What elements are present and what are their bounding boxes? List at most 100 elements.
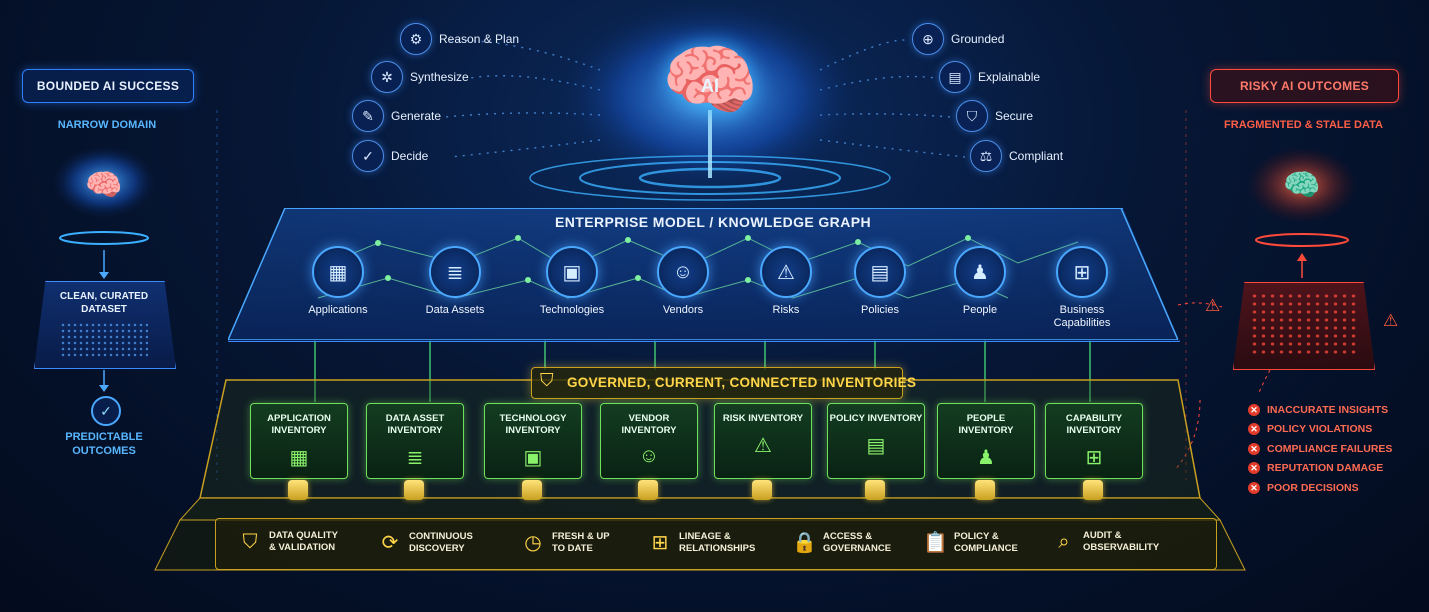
kg-node-data-assets: ≣Data Assets [405,246,505,317]
inventories-title: GOVERNED, CURRENT, CONNECTED INVENTORIES [567,375,917,390]
check-icon: ✓ [352,140,384,172]
hierarchy-icon: ⊞ [1085,447,1103,469]
lineage-icon: ⊞ [651,532,669,554]
database-disk-icon [288,480,308,500]
group-icon: ☺ [657,246,709,298]
capability-synthesize: ✲Synthesize [371,61,469,93]
feature-continuous-discovery: ⟳CONTINUOUS DISCOVERY [378,530,479,555]
inventory-card-technology: TECHNOLOGY INVENTORY▣ [484,403,582,479]
x-icon: ✕ [1248,443,1260,455]
warning-icon: ⚠ [760,246,812,298]
brain-label: AI [701,76,719,96]
right-panel-subtitle: FRAGMENTED & STALE DATA [1224,119,1383,131]
shield-icon: ⛉ [956,100,988,132]
left-panel-subtitle: NARROW DOMAIN [57,119,157,131]
kg-node-technologies: ▣Technologies [522,246,622,317]
kg-node-people: ♟People [930,246,1030,317]
database-disk-icon [1083,480,1103,500]
inventory-card-application: APPLICATION INVENTORY▦ [250,403,348,479]
policy-document-icon: ▤ [866,435,886,457]
database-disk-icon [404,480,424,500]
kg-node-vendors: ☺Vendors [633,246,733,317]
pencil-icon: ✎ [352,100,384,132]
clipboard-icon: 📋 [923,532,948,554]
capability-compliant: ⚖Compliant [970,140,1063,172]
left-outcome: PREDICTABLE OUTCOMES [65,431,143,457]
central-brain-icon: 🧠 [661,36,759,124]
x-icon: ✕ [1248,404,1260,416]
warning-icon-right: ⚠ [1383,311,1399,330]
risk-item: ✕INACCURATE INSIGHTS [1248,404,1388,416]
database-disk-icon [752,480,772,500]
feature-policy-compliance: 📋POLICY & COMPLIANCE [923,530,1018,555]
kg-node-business-capabilities: ⊞Business Capabilities [1032,246,1132,330]
fragmented-dots [1250,292,1356,356]
kg-node-risks: ⚠Risks [736,246,836,317]
network-icon: ✲ [371,61,403,93]
database-disk-icon [522,480,542,500]
capability-reason-plan: ⚙Reason & Plan [400,23,519,55]
warning-icon-left: ⚠ [1205,296,1221,315]
capability-secure: ⛉Secure [956,100,1033,132]
features-strip [215,518,1217,570]
person-icon: ♟ [977,447,995,469]
inventory-card-policy: POLICY INVENTORY▤ [827,403,925,479]
inventory-card-risk: RISK INVENTORY⚠ [714,403,812,479]
left-panel-title: BOUNDED AI SUCCESS [22,69,194,103]
clock-icon: ◷ [524,532,542,554]
feature-lineage: ⊞LINEAGE & RELATIONSHIPS [648,530,761,555]
fragmented-brain-icon: 🧠 [1283,169,1321,202]
risk-item: ✕COMPLIANCE FAILURES [1248,443,1392,455]
group-icon: ☺ [638,445,660,467]
feature-fresh: ◷FRESH & UP TO DATE [521,530,612,555]
feature-data-quality: ⛉DATA QUALITY & VALIDATION [238,530,345,554]
small-brain-icon: 🧠 [85,169,123,202]
magnifier-icon: ⌕ [1058,530,1070,553]
capability-decide: ✓Decide [352,140,428,172]
gavel-icon: ⚖ [970,140,1002,172]
feature-audit: ⌕AUDIT & OBSERVABILITY [1052,530,1169,554]
database-disk-icon [638,480,658,500]
dataset-dots [60,322,148,358]
warning-icon: ⚠ [754,435,772,457]
hierarchy-icon: ⊞ [1056,246,1108,298]
policy-document-icon: ▤ [854,246,906,298]
database-disk-icon [975,480,995,500]
capability-grounded: ⊕Grounded [912,23,1004,55]
shield-check-icon: ⛉ [242,530,258,553]
inventory-card-capability: CAPABILITY INVENTORY⊞ [1045,403,1143,479]
person-icon: ♟ [954,246,1006,298]
inventory-card-vendor: VENDOR INVENTORY☺ [600,403,698,479]
dataset-label: CLEAN, CURATED DATASET [59,291,149,315]
inventories-banner [531,367,903,399]
right-panel-title: RISKY AI OUTCOMES [1210,69,1399,103]
x-icon: ✕ [1248,423,1260,435]
chip-icon: ▣ [523,447,543,469]
document-icon: ▤ [939,61,971,93]
knowledge-graph-title: ENTERPRISE MODEL / KNOWLEDGE GRAPH [555,214,871,230]
inventory-card-data-asset: DATA ASSET INVENTORY≣ [366,403,464,479]
capability-explainable: ▤Explainable [939,61,1040,93]
risk-item: ✕POLICY VIOLATIONS [1248,423,1372,435]
database-disk-icon [865,480,885,500]
x-icon: ✕ [1248,462,1260,474]
kg-node-applications: ▦Applications [288,246,388,317]
lock-icon: 🔒 [792,532,817,554]
target-icon: ⊕ [912,23,944,55]
check-icon: ✓ [91,396,121,426]
head-gear-icon: ⚙ [400,23,432,55]
database-icon: ≣ [429,246,481,298]
chip-icon: ▣ [546,246,598,298]
capability-generate: ✎Generate [352,100,441,132]
risk-item: ✕POOR DECISIONS [1248,482,1359,494]
shield-check-icon: ⛉ [540,370,554,390]
feature-access-governance: 🔒ACCESS & GOVERNANCE [792,530,892,555]
risk-item: ✕REPUTATION DAMAGE [1248,462,1383,474]
database-icon: ≣ [406,447,424,469]
kg-node-policies: ▤Policies [830,246,930,317]
refresh-icon: ⟳ [381,532,399,554]
x-icon: ✕ [1248,482,1260,494]
applications-icon: ▦ [312,246,364,298]
inventory-card-people: PEOPLE INVENTORY♟ [937,403,1035,479]
applications-icon: ▦ [289,447,309,469]
